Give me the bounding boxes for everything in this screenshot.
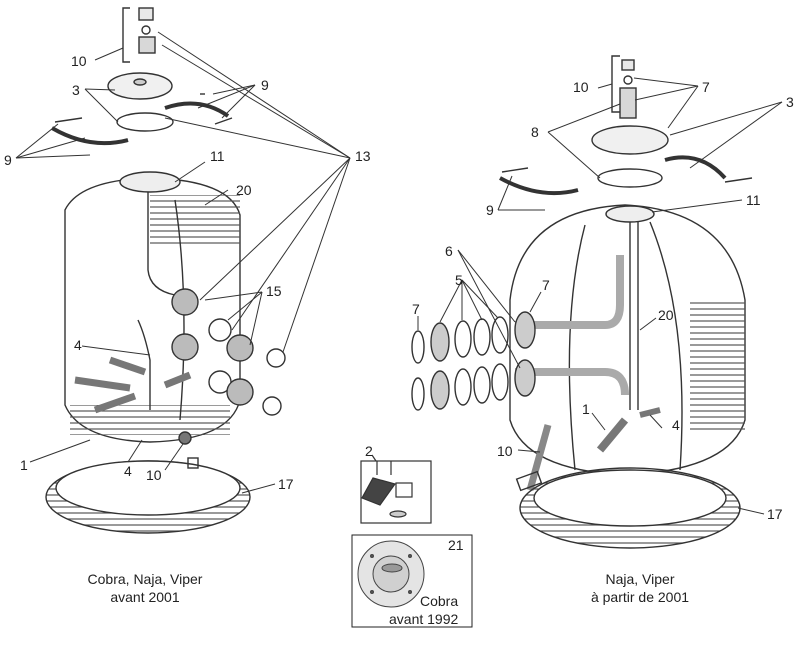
callout-left-4-lower: 4 (124, 463, 132, 479)
inset-2-drawing (360, 454, 432, 524)
callout-left-13: 13 (355, 148, 371, 164)
callout-left-4-upper: 4 (74, 337, 82, 353)
callout-right-7-left: 7 (412, 301, 420, 317)
right-callouts: 10 7 8 3 9 11 6 5 7 7 20 1 4 10 17 (412, 79, 794, 522)
callout-left-17: 17 (278, 476, 294, 492)
right-filter-drawing (411, 55, 753, 549)
inset-21-label-line2: avant 1992 (389, 611, 458, 627)
left-caption-line2: avant 2001 (110, 589, 180, 605)
callout-right-1: 1 (582, 401, 590, 417)
left-callouts: 10 3 9 9 11 20 15 4 1 4 10 17 13 (4, 53, 371, 492)
callout-left-20: 20 (236, 182, 252, 198)
left-filter-caption: Cobra, Naja, Viper avant 2001 (50, 570, 240, 606)
callout-right-6: 6 (445, 243, 453, 259)
inset-21-label-line1: Cobra (420, 593, 458, 609)
callout-right-20: 20 (658, 307, 674, 323)
left-caption-line1: Cobra, Naja, Viper (87, 571, 203, 587)
callout-right-8: 8 (531, 124, 539, 140)
callout-left-15: 15 (266, 283, 282, 299)
left-filter-drawing (45, 7, 286, 534)
right-caption-line2: à partir de 2001 (590, 589, 690, 605)
right-filter-caption: Naja, Viper à partir de 2001 (545, 570, 735, 606)
callout-left-1: 1 (20, 457, 28, 473)
callout-left-11: 11 (210, 148, 225, 164)
callout-right-17: 17 (767, 506, 783, 522)
left-leader-lines (15, 31, 351, 494)
callout-right-3: 3 (786, 94, 794, 110)
callout-right-10-bottom: 10 (497, 443, 513, 459)
callout-right-4: 4 (672, 417, 680, 433)
right-leader-lines (417, 77, 783, 515)
callout-right-7-mid: 7 (542, 277, 550, 293)
callout-left-3: 3 (72, 82, 80, 98)
callout-left-10-bottom: 10 (146, 467, 162, 483)
inset-21-drawing (357, 540, 425, 608)
callout-right-5: 5 (455, 272, 463, 288)
callout-left-9-left: 9 (4, 152, 12, 168)
right-caption-line1: Naja, Viper (605, 571, 675, 587)
callout-right-11: 11 (746, 192, 761, 208)
callout-right-9: 9 (486, 202, 494, 218)
callout-left-10-top: 10 (71, 53, 87, 69)
inset-21-number: 21 (448, 537, 464, 553)
callout-right-10-top: 10 (573, 79, 589, 95)
inset-2-number: 2 (365, 443, 373, 459)
callout-right-7-top: 7 (702, 79, 710, 95)
callout-left-9-right: 9 (261, 77, 269, 93)
